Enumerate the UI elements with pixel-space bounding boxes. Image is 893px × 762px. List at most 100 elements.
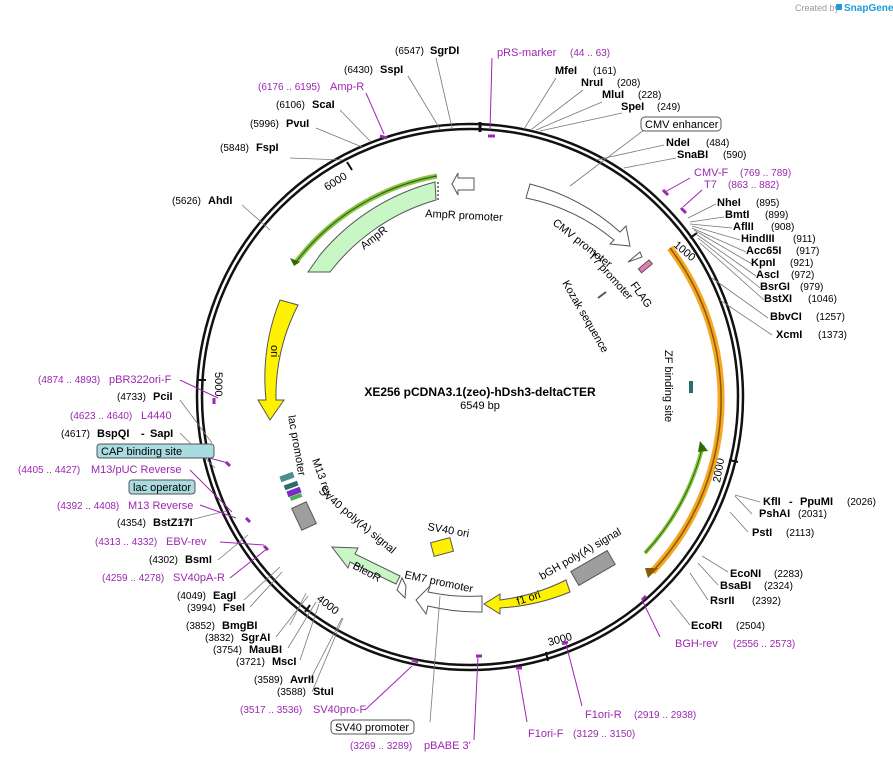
- svg-text:(2283): (2283): [774, 569, 803, 580]
- svg-text:PciI: PciI: [153, 391, 173, 403]
- cmv-promoter-arrow: [525, 183, 631, 247]
- svg-text:pRS-marker: pRS-marker: [497, 47, 557, 59]
- svg-text:(2113): (2113): [786, 528, 814, 539]
- svg-text:(4623 .. 4640): (4623 .. 4640): [70, 411, 132, 422]
- svg-text:SgrAI: SgrAI: [241, 632, 270, 644]
- sv40polya-box: [291, 501, 317, 531]
- flag-box: [637, 259, 653, 274]
- svg-text:(895): (895): [756, 198, 779, 209]
- svg-text:(2919 .. 2938): (2919 .. 2938): [634, 710, 696, 721]
- svg-text:(3721): (3721): [236, 657, 265, 668]
- svg-text:(2031): (2031): [798, 509, 827, 520]
- svg-text:BbvCI: BbvCI: [770, 311, 802, 323]
- svg-text:T7: T7: [704, 179, 717, 191]
- svg-text:BGH-rev: BGH-rev: [675, 638, 718, 650]
- lac-small-1: [279, 471, 295, 483]
- svg-text:(6547): (6547): [395, 46, 424, 57]
- svg-text:PshAI: PshAI: [759, 508, 790, 520]
- em7-promoter-label: EM7 promoter: [403, 569, 474, 595]
- svg-text:(1046): (1046): [808, 294, 837, 305]
- zf-arrow-head: [645, 568, 658, 578]
- svg-text:(3832): (3832): [205, 633, 234, 644]
- svg-text:(4259 .. 4278): (4259 .. 4278): [102, 573, 164, 584]
- backbone-outer: [195, 122, 745, 672]
- svg-text:(3994): (3994): [187, 603, 216, 614]
- svg-text:AflII: AflII: [733, 221, 754, 233]
- svg-text:BsrGI: BsrGI: [760, 281, 790, 293]
- svg-text:FseI: FseI: [223, 602, 245, 614]
- zf-binding-label: ZF binding site: [662, 350, 674, 422]
- svg-text:MfeI: MfeI: [555, 65, 577, 77]
- svg-text:(908): (908): [771, 222, 794, 233]
- svg-text:EBV-rev: EBV-rev: [166, 536, 207, 548]
- svg-text:(2556 .. 2573): (2556 .. 2573): [733, 639, 795, 650]
- tick-marks: [197, 161, 739, 662]
- svg-text:KflI: KflI: [763, 496, 781, 508]
- sv40polya-label: SV40 poly(A) signal: [316, 485, 398, 556]
- svg-text:(249): (249): [657, 102, 680, 113]
- svg-text:SV40 promoter: SV40 promoter: [335, 722, 409, 734]
- ori-feature: [257, 299, 299, 421]
- svg-text:(4617): (4617): [61, 429, 90, 440]
- svg-text:(1257): (1257): [816, 312, 845, 323]
- lac-small-3: [286, 486, 302, 498]
- svg-text:(3754): (3754): [213, 645, 242, 656]
- svg-text:ScaI: ScaI: [312, 99, 335, 111]
- svg-text:SapI: SapI: [150, 428, 173, 440]
- svg-text:SgrDI: SgrDI: [430, 45, 459, 57]
- svg-text:HindIII: HindIII: [741, 233, 775, 245]
- svg-text:(769 .. 789): (769 .. 789): [740, 168, 791, 179]
- svg-text:(3129 .. 3150): (3129 .. 3150): [573, 729, 635, 740]
- svg-text:MluI: MluI: [602, 89, 624, 101]
- svg-text:(5996): (5996): [250, 119, 279, 130]
- svg-text:AscI: AscI: [756, 269, 779, 281]
- primer-leaders: [179, 57, 703, 741]
- svg-text:(6430): (6430): [344, 65, 373, 76]
- svg-text:MauBI: MauBI: [249, 644, 282, 656]
- svg-text:EcoNI: EcoNI: [730, 568, 761, 580]
- svg-text:(2324): (2324): [764, 581, 793, 592]
- tick-5000: 5000: [212, 372, 224, 396]
- svg-text:(4302): (4302): [149, 555, 178, 566]
- enzyme-labels: (6547) SgrDI (6430) SspI (6106) ScaI (59…: [61, 45, 876, 698]
- svg-text:SV40pro-F: SV40pro-F: [313, 704, 366, 716]
- boxed-labels: CMV enhancer CAP binding site lac operat…: [96, 116, 722, 735]
- lac-promoter-label: lac promoter: [285, 414, 307, 477]
- svg-text:FspI: FspI: [256, 142, 279, 154]
- plasmid-title: XE256 pCDNA3.1(zeo)-hDsh3-deltaCTER: [364, 385, 596, 399]
- svg-text:(972): (972): [791, 270, 814, 281]
- bgh-polya-box: [570, 549, 616, 587]
- svg-text:PstI: PstI: [752, 527, 772, 539]
- svg-text:BmgBI: BmgBI: [222, 620, 257, 632]
- f1-ori-feature: [483, 579, 571, 615]
- svg-text:(3517 .. 3536): (3517 .. 3536): [240, 705, 302, 716]
- svg-text:SnaBI: SnaBI: [677, 149, 708, 161]
- svg-text:(6106): (6106): [276, 100, 305, 111]
- leader-lines: [177, 57, 773, 723]
- sv40-promoter-arrow: [415, 585, 483, 616]
- ampr-feature: [307, 181, 437, 273]
- svg-text:(2392): (2392): [752, 596, 781, 607]
- svg-text:(484): (484): [706, 138, 729, 149]
- svg-text:BsmI: BsmI: [185, 554, 212, 566]
- svg-text:-: -: [141, 428, 145, 440]
- svg-text:KpnI: KpnI: [751, 257, 775, 269]
- svg-text:BsaBI: BsaBI: [720, 580, 751, 592]
- tick-6000: 6000: [322, 170, 349, 193]
- svg-text:SspI: SspI: [380, 64, 403, 76]
- svg-text:(3852): (3852): [186, 621, 215, 632]
- tick-4000: 4000: [314, 593, 341, 618]
- svg-text:SV40pA-R: SV40pA-R: [173, 572, 225, 584]
- snapgene-logo-icon: [836, 4, 842, 10]
- svg-text:AhdI: AhdI: [208, 195, 232, 207]
- svg-text:pBABE 3': pBABE 3': [424, 740, 471, 752]
- svg-text:(4874 .. 4893): (4874 .. 4893): [38, 375, 100, 386]
- plasmid-length: 6549 bp: [460, 400, 500, 412]
- svg-text:(4392 .. 4408): (4392 .. 4408): [57, 501, 119, 512]
- svg-text:Amp-R: Amp-R: [330, 81, 364, 93]
- svg-text:(208): (208): [617, 78, 640, 89]
- zf-binding-box: [689, 381, 693, 393]
- kozak-label: Kozak sequence: [559, 279, 610, 355]
- primer-labels: pRS-marker (44 .. 63) (6176 .. 6195) Amp…: [18, 47, 795, 752]
